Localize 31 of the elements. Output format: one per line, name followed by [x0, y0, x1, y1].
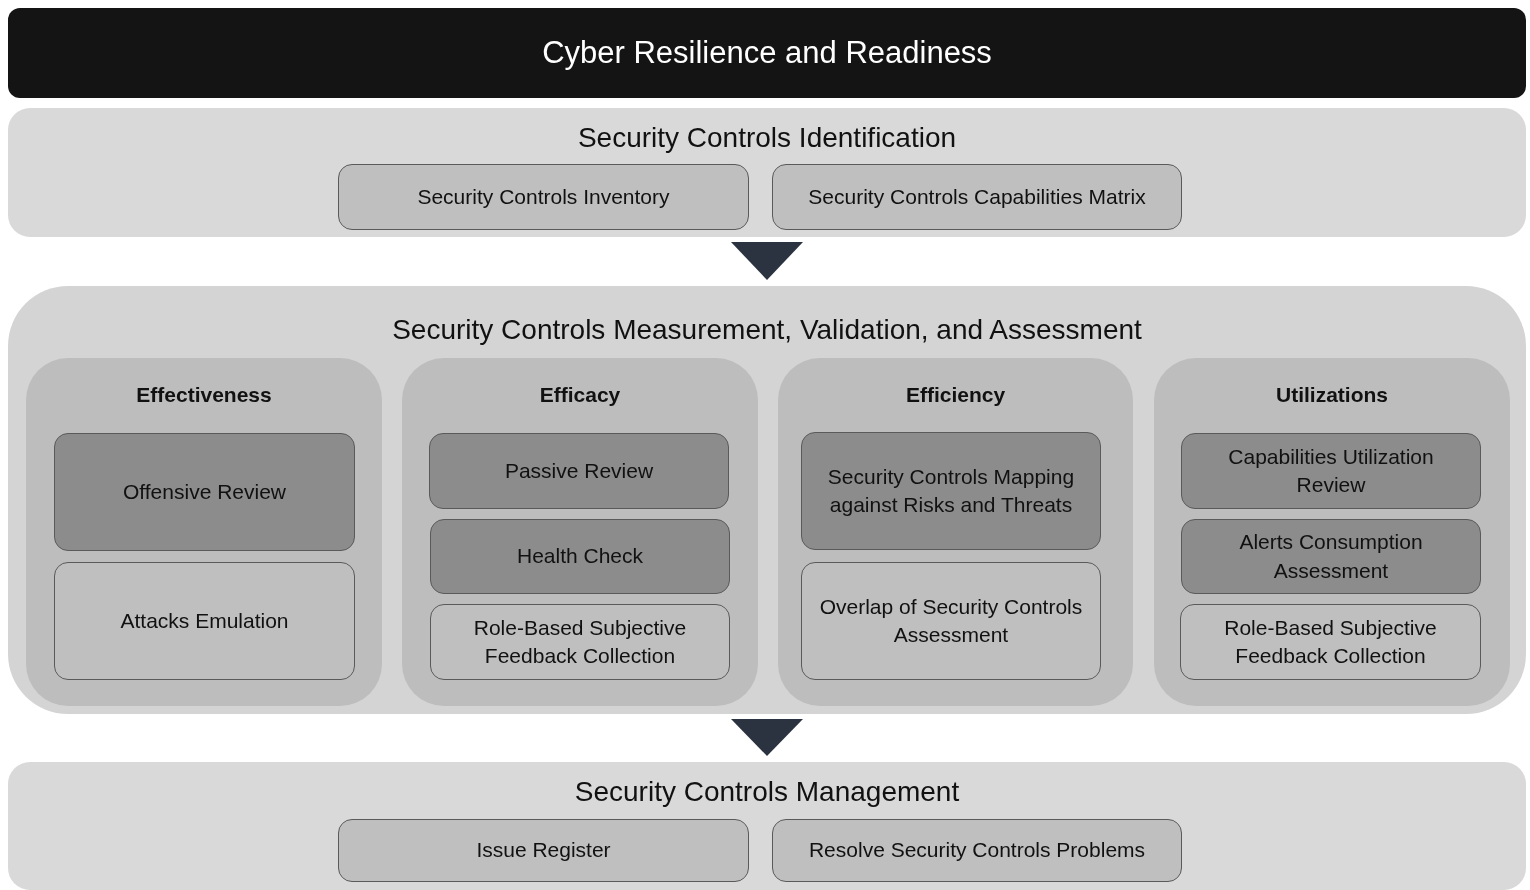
process-box: Role-Based Subjective Feedback Collection — [430, 604, 730, 680]
title-bar: Cyber Resilience and Readiness — [8, 8, 1526, 98]
section-heading: Efficacy — [539, 383, 621, 407]
process-box: Health Check — [430, 519, 730, 594]
flow-arrow — [731, 719, 803, 756]
process-box: Role-Based Subjective Feedback Collection — [1180, 604, 1481, 680]
process-box: Passive Review — [429, 433, 729, 509]
process-box: Alerts Consumption Assessment — [1181, 519, 1481, 594]
section-band — [8, 108, 1526, 237]
process-box: Resolve Security Controls Problems — [772, 819, 1182, 882]
section-heading: Security Controls Identification — [577, 122, 957, 154]
flow-arrow — [731, 242, 803, 280]
section-heading: Efficiency — [905, 383, 1006, 407]
category-panel — [778, 358, 1133, 706]
process-box: Overlap of Security Controls Assessment — [801, 562, 1101, 680]
category-panel — [26, 358, 382, 706]
process-box: Attacks Emulation — [54, 562, 355, 680]
section-heading: Effectiveness — [136, 383, 272, 407]
section-band — [8, 762, 1526, 890]
section-heading: Security Controls Management — [574, 776, 960, 808]
section-heading: Security Controls Measurement, Validation, and Assessment — [392, 314, 1142, 346]
category-panel — [402, 358, 758, 706]
process-box: Security Controls Inventory — [338, 164, 749, 230]
section-heading: Utilizations — [1276, 383, 1388, 407]
process-box: Capabilities Utilization Review — [1181, 433, 1481, 509]
section-band — [8, 286, 1526, 714]
process-box: Security Controls Mapping against Risks and Threats — [801, 432, 1101, 550]
process-box: Security Controls Capabilities Matrix — [772, 164, 1182, 230]
process-box: Issue Register — [338, 819, 749, 882]
process-box: Offensive Review — [54, 433, 355, 551]
category-panel — [1154, 358, 1510, 706]
